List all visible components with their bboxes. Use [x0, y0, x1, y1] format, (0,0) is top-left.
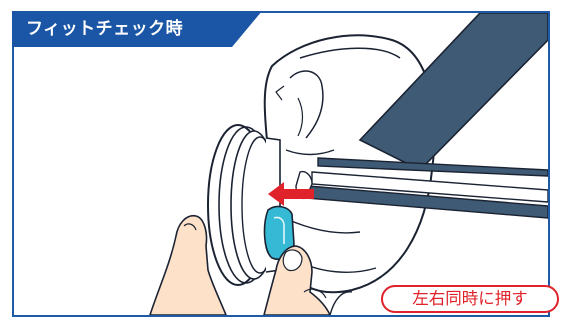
left-hand: [149, 214, 227, 315]
diagram-title: フィットチェック時: [26, 19, 184, 39]
red-left-arrow-icon: [268, 182, 314, 206]
right-hand: [263, 245, 331, 315]
instruction-note: 左右同時に押す: [381, 285, 559, 313]
title-tab: [12, 11, 262, 47]
